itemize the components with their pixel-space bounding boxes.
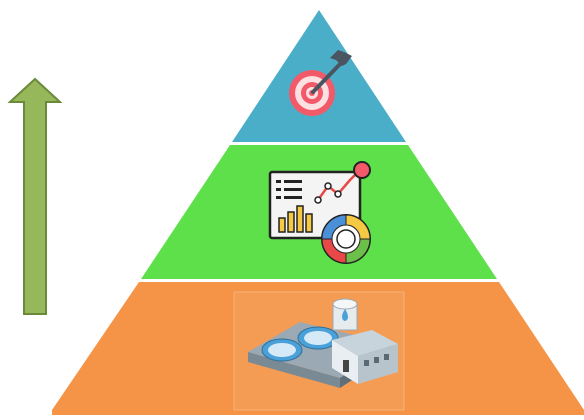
donut-chart-icon bbox=[321, 214, 371, 264]
up-arrow-icon bbox=[7, 77, 63, 315]
water-treatment-plant-icon bbox=[233, 291, 405, 411]
target-icon bbox=[289, 50, 352, 116]
analytics-dashboard-icon bbox=[268, 161, 371, 264]
